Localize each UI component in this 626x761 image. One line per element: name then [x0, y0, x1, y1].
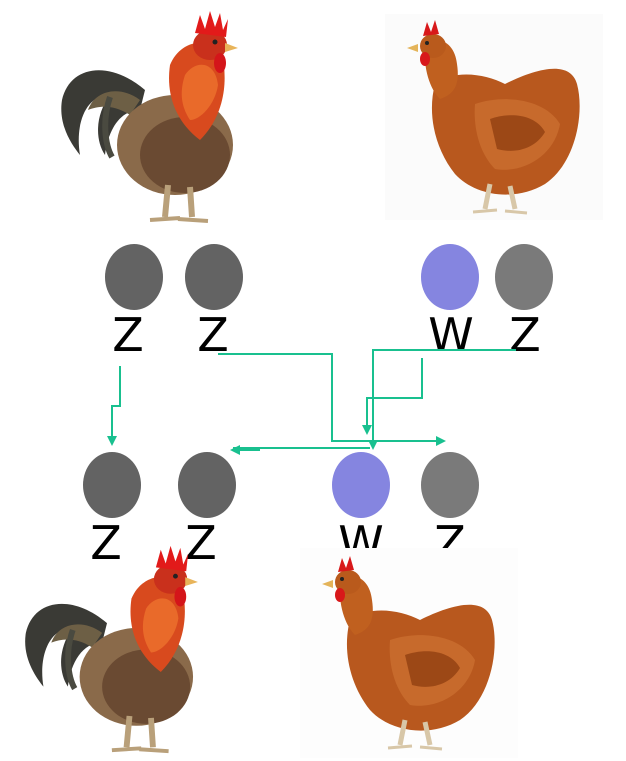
parent-hen-z-chromosome	[495, 244, 553, 310]
offspring-rooster-image	[25, 545, 198, 754]
parent-rooster-z-chromosome-2	[185, 244, 243, 310]
offspring-rooster-z-chromosome-2	[178, 452, 236, 518]
offspring-hen-w-chromosome	[332, 452, 390, 518]
parent-rooster-image	[61, 11, 238, 223]
offspring-hen-z-chromosome	[421, 452, 479, 518]
arrow-hen-z-to-offspring	[368, 349, 516, 450]
parent-rooster-z-label-1: Z	[112, 308, 144, 362]
parent-hen-image	[407, 20, 580, 215]
offspring-rooster-z-label-1: Z	[90, 516, 122, 570]
offspring-rooster-z-chromosome-1	[83, 452, 141, 518]
parent-rooster-z-chromosome-1	[105, 244, 163, 310]
arrow-hen-w-to-offspring	[362, 358, 423, 435]
arrow-rooster-z1-to-offspring	[107, 366, 121, 446]
offspring-rooster-z-label-2: Z	[185, 516, 217, 570]
arrow-rooster-z2-to-offspring	[218, 353, 446, 446]
offspring-hen-image	[322, 556, 495, 751]
parent-rooster-z-label-2: Z	[197, 308, 229, 362]
parent-hen-w-chromosome	[421, 244, 479, 310]
